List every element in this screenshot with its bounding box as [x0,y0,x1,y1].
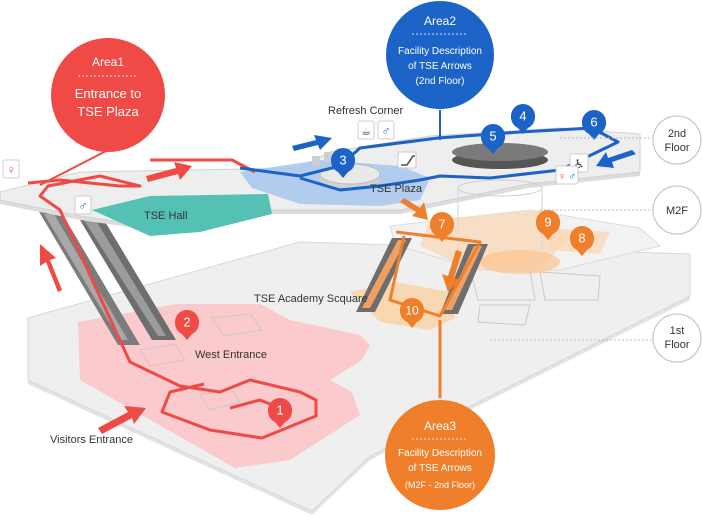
svg-text:7: 7 [438,217,445,232]
restroom-men-icon-2: ♂ [377,120,395,140]
svg-text:6: 6 [590,115,597,130]
label-refresh-corner: Refresh Corner [328,105,404,117]
marker-7[interactable]: 7 [430,212,454,242]
svg-text:Area3: Area3 [424,419,456,433]
area3-bubble[interactable]: Area3 Facility Description of TSE Arrows… [385,400,495,510]
arrow-blue-in [292,135,332,151]
marker-5[interactable]: 5 [481,124,505,154]
restroom-both-icon: ♀ ♂ [555,165,579,185]
floor-label-1f: 1st Floor [490,313,702,363]
svg-text:of TSE Arrows: of TSE Arrows [408,61,472,72]
arrow-visitors [98,406,146,434]
svg-text:2: 2 [183,315,190,330]
svg-text:Floor: Floor [664,142,689,154]
arrow-orange-down [442,250,462,292]
svg-text:Area2: Area2 [424,14,456,28]
svg-text:Facility Description: Facility Description [398,46,482,57]
svg-text:♀: ♀ [7,163,16,177]
label-academy-square: TSE Academy Scquare [254,293,368,305]
direction-arrows [40,135,636,434]
restroom-men-icon: ♂ [74,195,92,215]
svg-text:10: 10 [405,304,419,318]
svg-text:5: 5 [489,129,496,144]
svg-text:2nd: 2nd [668,128,686,140]
cup-icon: ☕ [357,120,375,140]
floor-label-2f: 2nd Floor [560,115,702,165]
marker-3[interactable]: 3 [330,148,355,178]
svg-text:TSE Plaza: TSE Plaza [77,104,139,119]
svg-text:(2nd Floor): (2nd Floor) [416,76,465,87]
svg-text:of TSE Arrows: of TSE Arrows [408,463,472,474]
svg-text:1: 1 [276,403,283,418]
second-floor [0,127,641,262]
marker-4[interactable]: 4 [511,104,535,134]
route-area3 [388,230,482,398]
marker-10[interactable]: 10 [400,298,424,328]
marker-6[interactable]: 6 [581,110,607,140]
svg-text:8: 8 [578,231,585,246]
marker-9[interactable]: 9 [536,210,560,240]
marker-2[interactable]: 2 [175,310,199,340]
svg-text:Facility Description: Facility Description [398,448,482,459]
arrow-to-plaza [146,162,192,182]
svg-text:☕: ☕ [361,126,371,138]
west-entrance-zone [78,304,370,468]
svg-text:1st: 1st [670,325,685,337]
svg-text:Floor: Floor [664,339,689,351]
svg-text:♂: ♂ [79,199,88,213]
svg-text:♿: ♿ [574,157,585,171]
area1-bubble[interactable]: Area1 Entrance to TSE Plaza [39,38,165,186]
marker-8[interactable]: 8 [570,226,595,256]
arrow-blue-right [596,150,636,168]
svg-text:4: 4 [519,109,526,124]
svg-text:(M2F - 2nd Floor): (M2F - 2nd Floor) [405,480,475,490]
svg-text:♂: ♂ [382,124,391,138]
floor-label-m2f: M2F [540,185,702,235]
svg-text:3: 3 [339,153,346,168]
label-visitors-entrance: Visitors Entrance [50,434,133,446]
tse-hall-zone [92,194,272,236]
svg-text:Entrance to: Entrance to [75,86,142,101]
arrow-up-west [40,244,62,292]
svg-text:♂: ♂ [568,171,576,183]
label-tse-plaza: TSE Plaza [370,183,423,195]
svg-text:♀: ♀ [558,171,566,183]
arrow-orange-in [400,198,428,220]
toilet-icon: ♀ [2,159,20,179]
svg-text:9: 9 [544,215,551,230]
label-west-entrance: West Entrance [195,349,267,361]
svg-text:Area1: Area1 [92,55,124,69]
area2-bubble[interactable]: Area2 Facility Description of TSE Arrows… [386,1,494,140]
escalator-icon [397,151,417,169]
svg-text:M2F: M2F [666,205,688,217]
marker-1[interactable]: 1 [268,398,292,428]
label-tse-hall: TSE Hall [144,210,187,222]
